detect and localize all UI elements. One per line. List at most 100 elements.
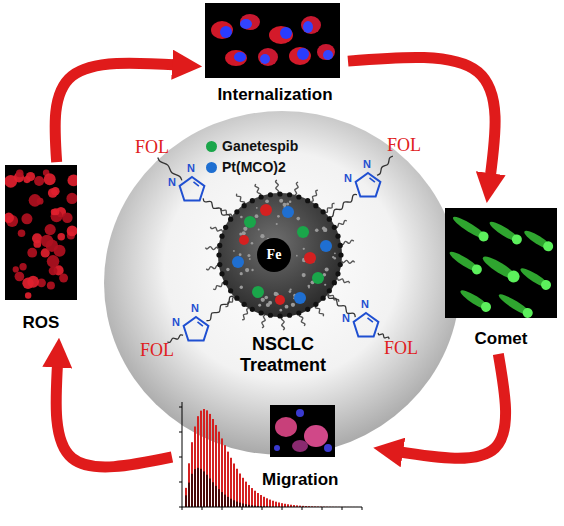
surface-dot <box>242 302 247 307</box>
core-speckle <box>239 253 242 256</box>
core-speckle <box>242 231 246 235</box>
polymer-hair <box>295 182 298 195</box>
cell-group <box>211 14 335 66</box>
histogram-bar <box>185 488 187 507</box>
core-speckle <box>239 233 242 236</box>
surface-dot <box>223 280 228 285</box>
atom-label: N <box>187 162 195 174</box>
comet-head <box>541 239 555 253</box>
polymer-hair <box>335 220 347 227</box>
comet-head <box>477 230 491 244</box>
surface-dot <box>296 194 301 199</box>
drug-dot <box>312 272 324 284</box>
core-speckle <box>233 250 235 252</box>
histogram-bar <box>224 495 226 507</box>
ros-spot <box>23 176 30 183</box>
core-speckle <box>323 228 327 232</box>
surface-dot <box>219 234 224 239</box>
core-speckle <box>334 252 336 254</box>
core-speckle <box>285 305 289 309</box>
ros-spot <box>47 282 55 290</box>
surface-dot <box>321 296 326 301</box>
surface-dot <box>287 313 292 318</box>
histogram-bar <box>209 478 211 507</box>
histogram-bar <box>218 432 220 507</box>
polymer-hair <box>206 265 219 269</box>
core-speckle <box>264 296 268 300</box>
assay-panel: Comet <box>443 206 559 351</box>
polymer-hair <box>311 190 318 201</box>
surface-dot <box>335 271 340 276</box>
histogram-bar <box>239 503 241 507</box>
ros-spot <box>15 272 25 282</box>
histogram-bar <box>209 414 211 507</box>
cell <box>269 26 293 44</box>
polymer-hair <box>276 180 279 193</box>
atom-label: N <box>361 298 369 310</box>
ros-spot <box>27 276 39 288</box>
core-speckle <box>251 269 253 271</box>
linker-chain <box>329 194 357 216</box>
core-speckle <box>291 303 295 307</box>
drug-dots <box>232 204 332 305</box>
core-speckle <box>243 227 247 231</box>
atom-label: N <box>168 176 176 188</box>
cell <box>292 440 308 452</box>
histogram-bar <box>260 495 262 507</box>
surface-dot <box>305 307 310 312</box>
assay-panel: Internalization <box>205 3 345 107</box>
core-speckle <box>258 304 261 307</box>
axis-tick <box>242 507 243 510</box>
histogram-bar <box>203 471 205 507</box>
cell <box>317 44 335 60</box>
histogram-bar <box>263 497 265 507</box>
ros-spot <box>21 213 32 224</box>
ros-spot <box>34 176 44 186</box>
cell <box>289 47 311 65</box>
cell <box>211 21 233 39</box>
triazole-ring <box>184 317 209 341</box>
drug-dot <box>297 226 309 238</box>
axis-tick <box>202 507 203 510</box>
surface-dot <box>338 252 343 257</box>
histogram-bar <box>245 482 247 507</box>
nucleus <box>234 52 246 62</box>
treatment-halo <box>104 111 460 455</box>
comet-head <box>479 300 493 314</box>
histogram-bar <box>269 500 271 507</box>
polymer-hair <box>337 278 349 283</box>
core-speckle <box>251 242 253 244</box>
core-speckle <box>325 267 329 271</box>
ros-spot <box>25 292 31 298</box>
ros-spot-group <box>5 169 77 298</box>
ros-spot <box>46 240 58 252</box>
migration-histogram <box>179 402 362 510</box>
core-speckle <box>240 286 243 289</box>
surface-dot <box>277 191 282 196</box>
ros-spot <box>13 266 19 272</box>
histogram-bar <box>191 442 193 507</box>
surface-dot <box>277 313 282 318</box>
surface-dot <box>332 225 337 230</box>
polymer-hair <box>236 194 244 205</box>
histogram-bar <box>194 426 196 507</box>
surface-dot <box>268 192 273 197</box>
histogram-bar <box>206 475 208 507</box>
comet-group <box>447 213 555 318</box>
core-speckle <box>308 285 311 288</box>
drug-dot <box>232 256 244 268</box>
core-speckle <box>265 199 269 203</box>
micrograph-frame <box>205 3 340 78</box>
axis-tick <box>222 507 223 510</box>
histogram-bar <box>188 483 190 507</box>
ros-spot <box>51 209 58 216</box>
cycle-arrow <box>397 354 506 458</box>
axis-tick <box>179 482 182 483</box>
drug-dot <box>275 295 285 305</box>
surface-dot <box>305 198 310 203</box>
ros-spot <box>47 255 60 268</box>
polymer-hair <box>281 317 284 330</box>
histogram-bar <box>281 503 283 507</box>
histogram-bar <box>191 474 193 507</box>
